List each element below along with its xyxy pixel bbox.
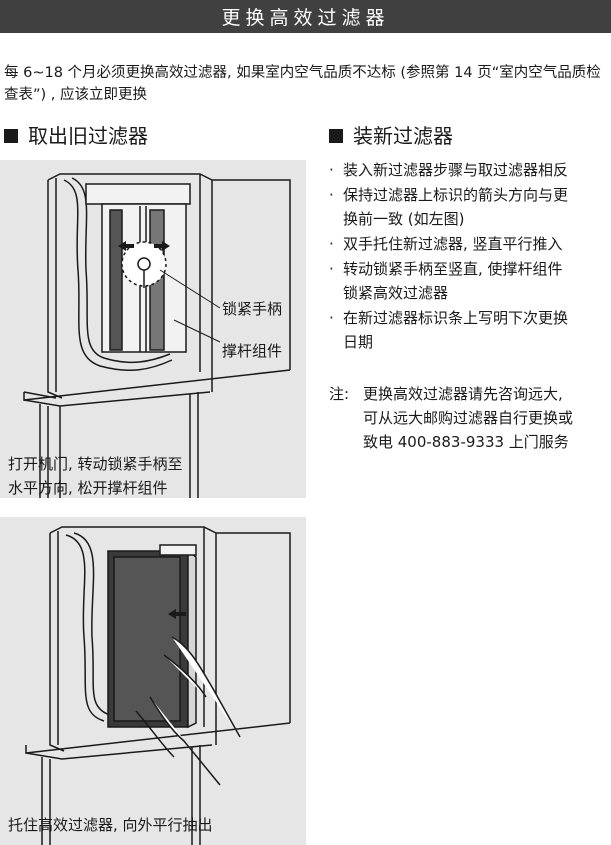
panel1-caption-line: 打开机门, 转动锁紧手柄至 [8,455,183,473]
square-bullet-icon [4,129,18,143]
cabinet-open-illustration [23,173,291,498]
remove-heading-text: 取出旧过滤器 [28,124,148,148]
intro-paragraph: 每 6~18 个月必须更换高效过滤器, 如果室内空气品质不达标 (参照第 14 … [4,65,601,103]
panel1-caption: 打开机门, 转动锁紧手柄至 水平方向, 松开撑杆组件 [8,452,183,500]
illustration-panel-pull-out: 托住高效过滤器, 向外平行抽出 [0,517,306,845]
list-item: · 装入新过滤器步骤与取过滤器相反 [329,158,609,182]
service-note: 注: 更换高效过滤器请先咨询远大, 可从远大邮购过滤器自行更换或 致电 400-… [329,382,609,454]
note-label: 注: [329,385,350,403]
callout-strut-assembly: 撑杆组件 [222,340,283,361]
bullet-dot: · [329,235,334,253]
step-line: 装入新过滤器步骤与取过滤器相反 [343,161,569,179]
step-line: 保持过滤器上标识的箭头方向与更 [343,186,569,204]
illustration-panel-open-door: 锁紧手柄 撑杆组件 打开机门, 转动锁紧手柄至 水平方向, 松开撑杆组件 [0,160,306,498]
list-item: · 在新过滤器标识条上写明下次更换 日期 [329,306,609,354]
step-line: 锁紧高效过滤器 [343,284,449,302]
step-line: 双手托住新过滤器, 竖直平行推入 [343,235,563,253]
step-line: 转动锁紧手柄至竖直, 使撑杆组件 [343,260,563,278]
bullet-dot: · [329,186,334,204]
panel1-caption-line: 水平方向, 松开撑杆组件 [8,479,168,497]
bullet-dot: · [329,309,334,327]
note-line: 致电 400-883-9333 上门服务 [363,433,569,451]
page-title: 更换高效过滤器 [221,7,390,29]
step-line: 在新过滤器标识条上写明下次更换 [343,309,569,327]
bullet-dot: · [329,161,334,179]
callout-lock-handle: 锁紧手柄 [222,298,283,319]
install-steps-list: · 装入新过滤器步骤与取过滤器相反 · 保持过滤器上标识的箭头方向与更 换前一致… [329,158,609,355]
step-line: 换前一致 (如左图) [343,210,465,228]
panel2-caption: 托住高效过滤器, 向外平行抽出 [8,816,213,834]
bullet-dot: · [329,260,334,278]
page-title-bar: 更换高效过滤器 [0,0,611,33]
list-item: · 转动锁紧手柄至竖直, 使撑杆组件 锁紧高效过滤器 [329,257,609,305]
square-bullet-icon [329,129,343,143]
list-item: · 双手托住新过滤器, 竖直平行推入 [329,232,609,256]
remove-section-heading: 取出旧过滤器 [4,124,148,148]
note-line: 可从远大邮购过滤器自行更换或 [363,409,574,427]
arrow-left-icon [168,609,186,619]
arrow-left-icon [118,241,134,251]
install-heading-text: 装新过滤器 [353,124,453,148]
arrow-right-icon [154,241,170,251]
list-item: · 保持过滤器上标识的箭头方向与更 换前一致 (如左图) [329,183,609,231]
step-line: 日期 [343,333,374,351]
filter-removal-illustration [25,526,291,845]
note-line: 更换高效过滤器请先咨询远大, [363,385,563,403]
install-section-heading: 装新过滤器 [329,124,453,148]
